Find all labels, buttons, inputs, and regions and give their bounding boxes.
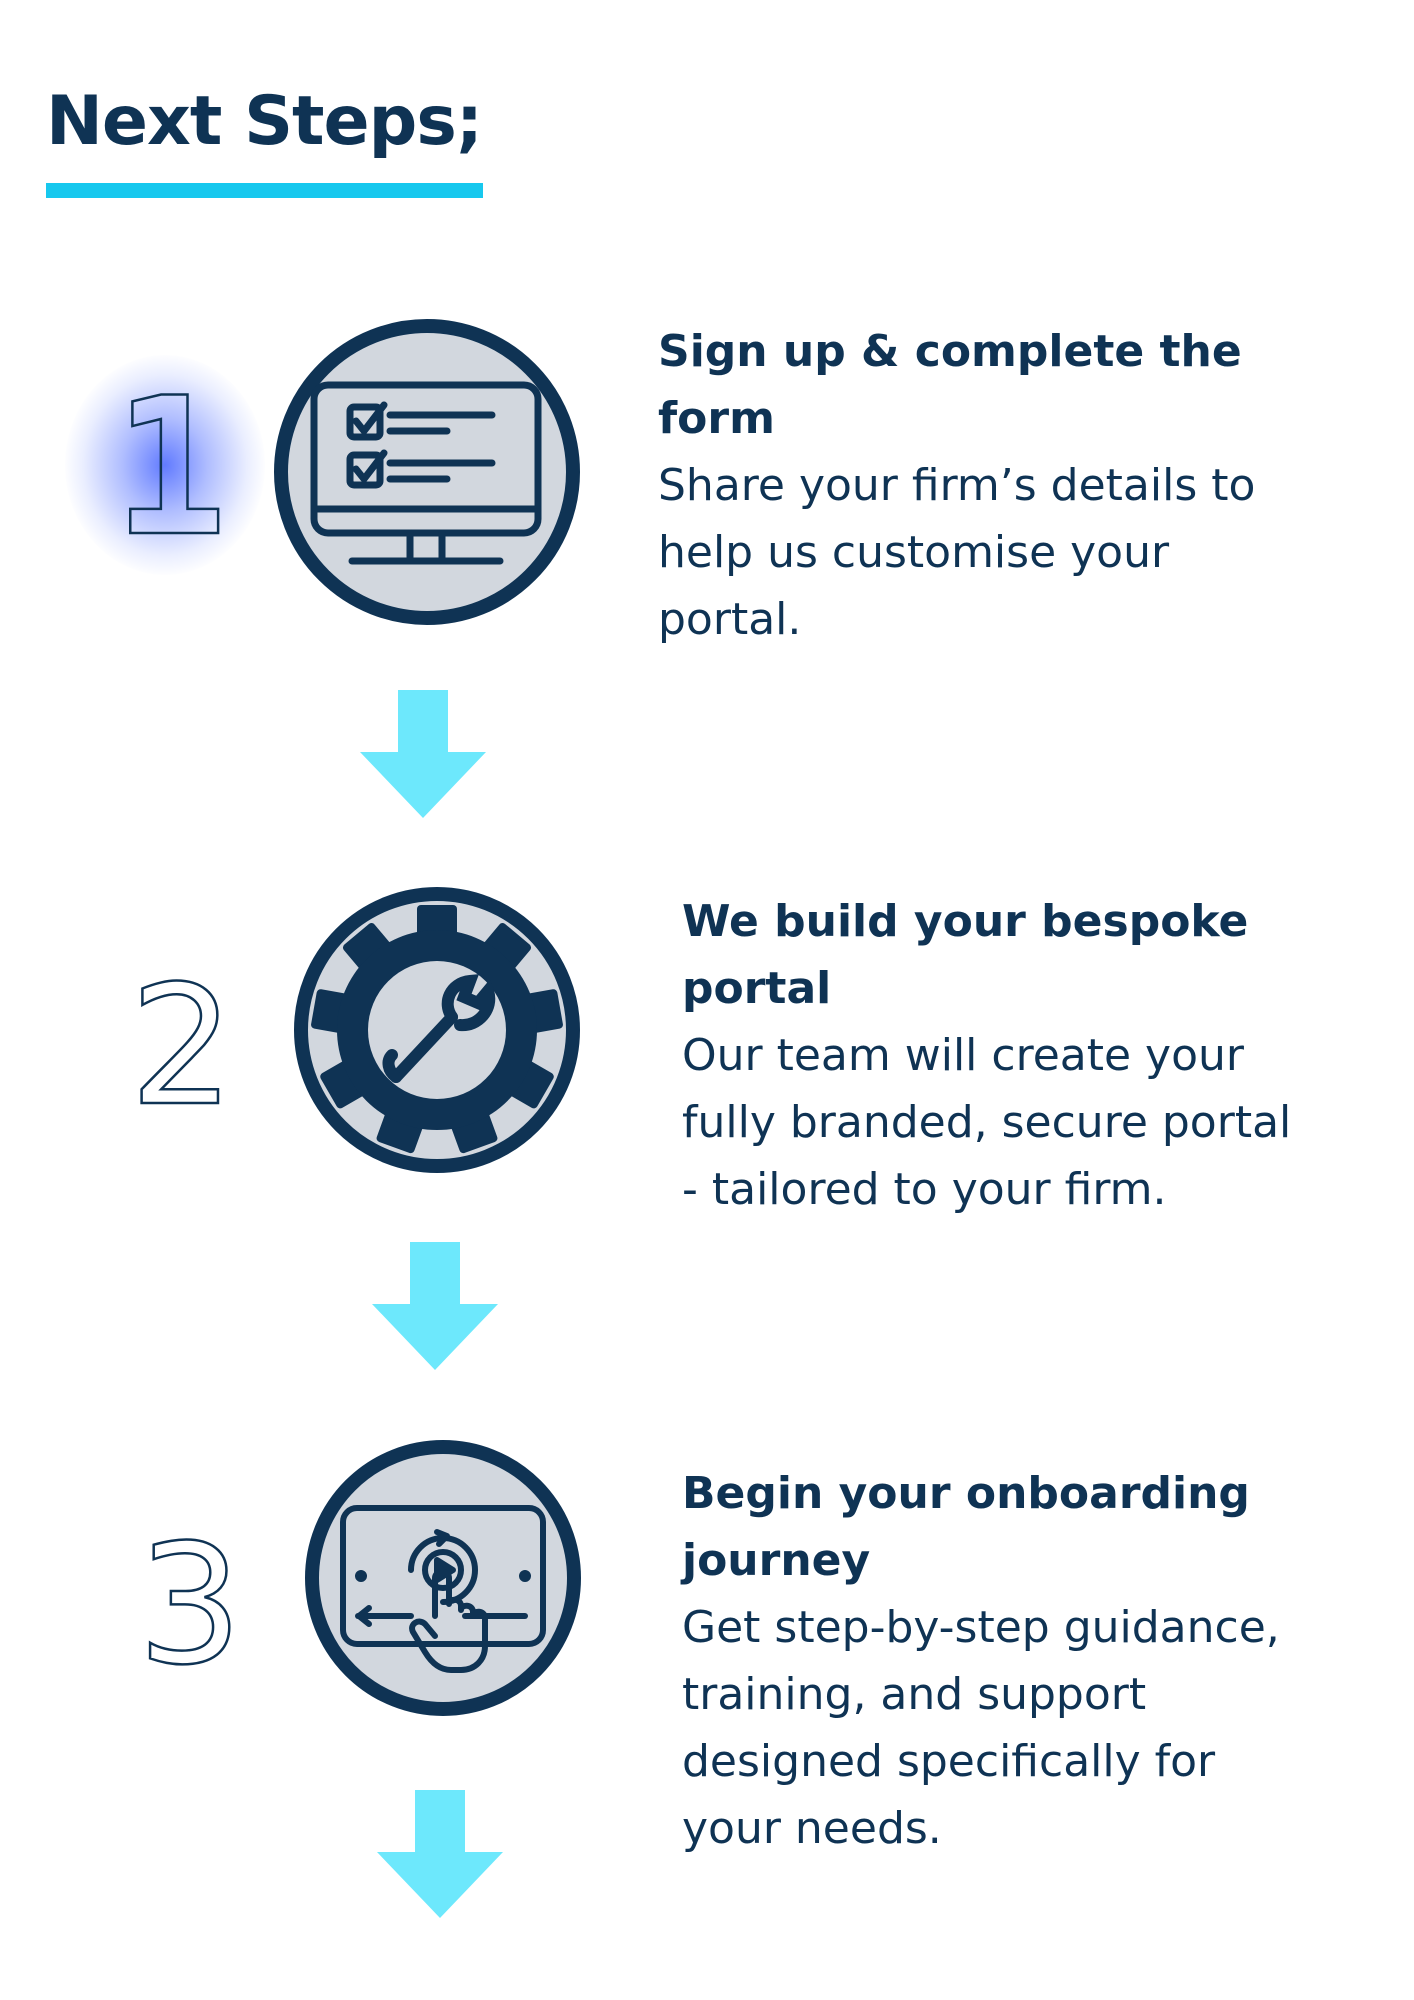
title-underline bbox=[46, 183, 483, 198]
step-3-number: 3 bbox=[140, 1510, 240, 1670]
arrow-down-1 bbox=[360, 690, 486, 818]
arrow-down-2 bbox=[372, 1242, 498, 1370]
step-2-title: We build your bespoke portal bbox=[682, 896, 1249, 1014]
step-1-number-text: 1 bbox=[120, 385, 220, 545]
monitor-checklist-icon bbox=[310, 381, 542, 565]
step-1-number: 1 bbox=[120, 385, 220, 545]
step-3-description: Get step-by-step guidance, training, and… bbox=[682, 1602, 1280, 1854]
step-2-number: 2 bbox=[132, 955, 232, 1115]
gear-wrench-icon bbox=[311, 905, 563, 1154]
step-3-number-text: 3 bbox=[140, 1510, 240, 1670]
step-3-icon-circle bbox=[305, 1440, 581, 1716]
step-1-glow bbox=[65, 355, 265, 575]
step-1-title: Sign up & complete the form bbox=[658, 326, 1242, 444]
step-2-icon-circle bbox=[294, 887, 580, 1173]
step-3-text: Begin your onboarding journey Get step-b… bbox=[682, 1460, 1332, 1862]
step-1-icon-circle bbox=[274, 319, 580, 625]
step-3-title: Begin your onboarding journey bbox=[682, 1468, 1250, 1586]
arrow-down-3 bbox=[377, 1790, 503, 1918]
page-title: Next Steps; bbox=[46, 82, 483, 161]
step-1-text: Sign up & complete the form Share your f… bbox=[658, 318, 1308, 653]
step-2-number-text: 2 bbox=[132, 955, 232, 1115]
tablet-touch-play-icon bbox=[340, 1505, 546, 1673]
step-1-description: Share your firm’s details to help us cus… bbox=[658, 460, 1256, 645]
step-2-description: Our team will create your fully branded,… bbox=[682, 1030, 1292, 1215]
step-2-text: We build your bespoke portal Our team wi… bbox=[682, 888, 1332, 1223]
